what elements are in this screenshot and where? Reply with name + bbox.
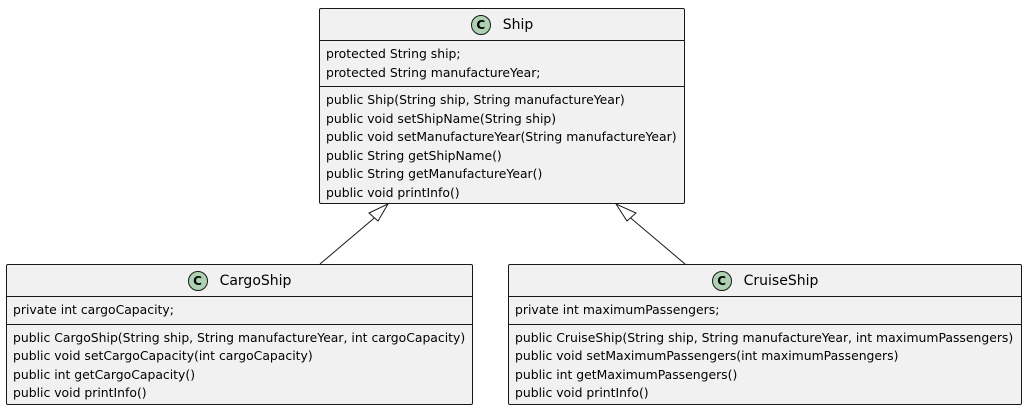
class-c-icon: C [711,270,732,291]
method: public int getCargoCapacity() [13,366,196,382]
fields-section: protected String ship; protected String … [320,41,684,87]
class-cargoship[interactable]: C CargoShip private int cargoCapacity; p… [6,264,473,405]
class-header: C Ship [320,9,684,41]
method: public String getManufactureYear() [326,166,543,181]
class-name: CruiseShip [743,272,819,289]
methods-section: public CruiseShip(String ship, String ma… [509,325,1021,407]
edge-cargoship-to-ship [319,213,380,265]
class-c-icon: C [470,14,491,35]
method: public void setCargoCapacity(int cargoCa… [13,348,313,363]
method: public void setShipName(String ship) [326,110,557,126]
method: public int getMaximumPassengers() [515,366,738,382]
class-header: C CruiseShip [509,265,1021,297]
class-name: CargoShip [219,272,292,289]
class-header: C CargoShip [7,265,472,297]
fields-section: private int maximumPassengers; [509,297,1021,325]
class-ship[interactable]: C Ship protected String ship; protected … [319,8,685,204]
method: public void printInfo() [515,385,649,400]
field: protected String manufactureYear; [326,64,541,80]
class-name: Ship [502,16,534,33]
method: public CargoShip(String ship, String man… [13,329,466,345]
field: protected String ship; [326,46,461,61]
field: private int cargoCapacity; [13,302,174,317]
class-c-icon: C [187,270,208,291]
fields-section: private int cargoCapacity; [7,297,472,325]
method: public Ship(String ship, String manufact… [326,92,625,107]
method: public CruiseShip(String ship, String ma… [515,329,1014,345]
class-cruiseship[interactable]: C CruiseShip private int maximumPassenge… [508,264,1022,405]
edge-cruiseship-to-ship [625,213,686,265]
method: public void setManufactureYear(String ma… [326,129,677,144]
inheritance-arrowhead-cruise [614,202,637,222]
method: public void setMaximumPassengers(int max… [515,348,899,363]
methods-section: public Ship(String ship, String manufact… [320,87,684,206]
field: private int maximumPassengers; [515,302,720,317]
method: public void printInfo() [326,184,460,200]
inheritance-arrowhead-cargo [368,202,390,222]
methods-section: public CargoShip(String ship, String man… [7,325,472,407]
method: public String getShipName() [326,147,502,163]
method: public void printInfo() [13,385,147,400]
